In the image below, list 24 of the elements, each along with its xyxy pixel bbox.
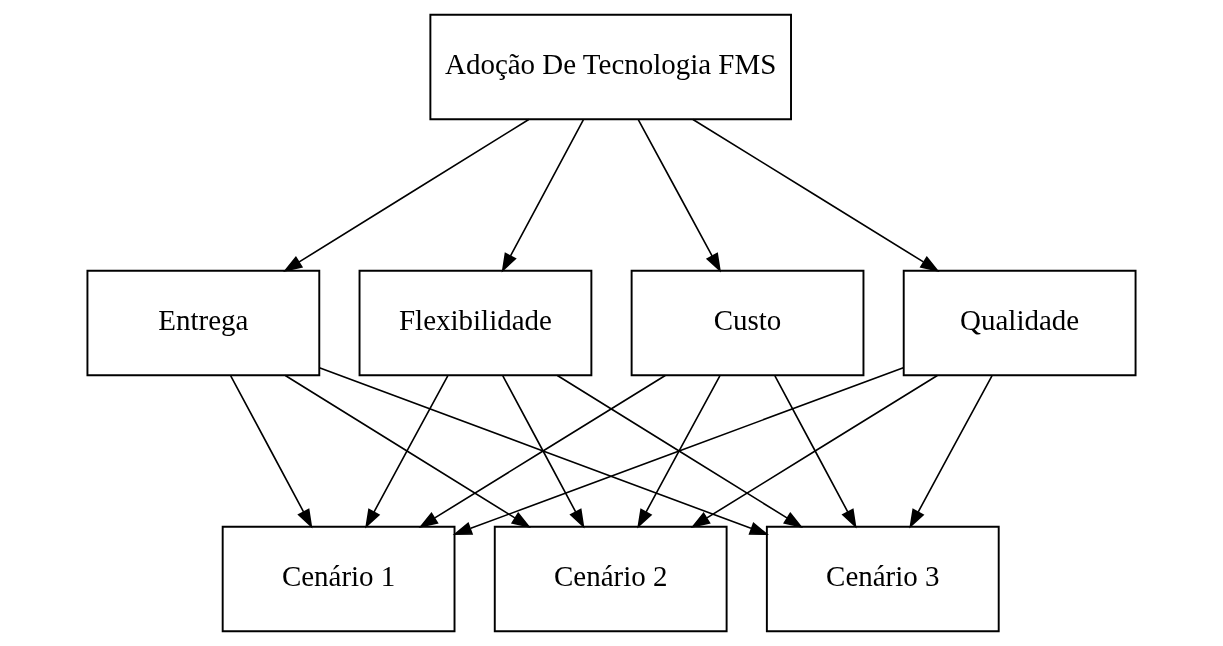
arrow [774, 374, 857, 529]
arrow [637, 118, 722, 273]
arrow [452, 366, 905, 536]
arrow [365, 374, 449, 529]
node-box: Adoção De Tecnologia FMS [429, 13, 792, 121]
node-box: Cenário 3 [765, 525, 1000, 633]
arrow [502, 374, 585, 529]
arrow [283, 118, 530, 272]
node-box: Custo [630, 269, 865, 377]
arrow [909, 374, 993, 529]
node-box: Qualidade [902, 269, 1137, 377]
arrow [556, 374, 804, 528]
arrow [501, 118, 585, 273]
node-box: Cenário 2 [493, 525, 728, 633]
node-box: Entrega [86, 269, 321, 377]
arrow [229, 374, 313, 529]
arrow [692, 118, 940, 272]
arrow [418, 374, 667, 528]
node-box: Flexibilidade [358, 269, 593, 377]
arrow [637, 374, 721, 529]
arrow [690, 374, 939, 528]
arrow [284, 374, 531, 528]
arrow [318, 366, 769, 536]
node-box: Cenário 1 [221, 525, 456, 633]
